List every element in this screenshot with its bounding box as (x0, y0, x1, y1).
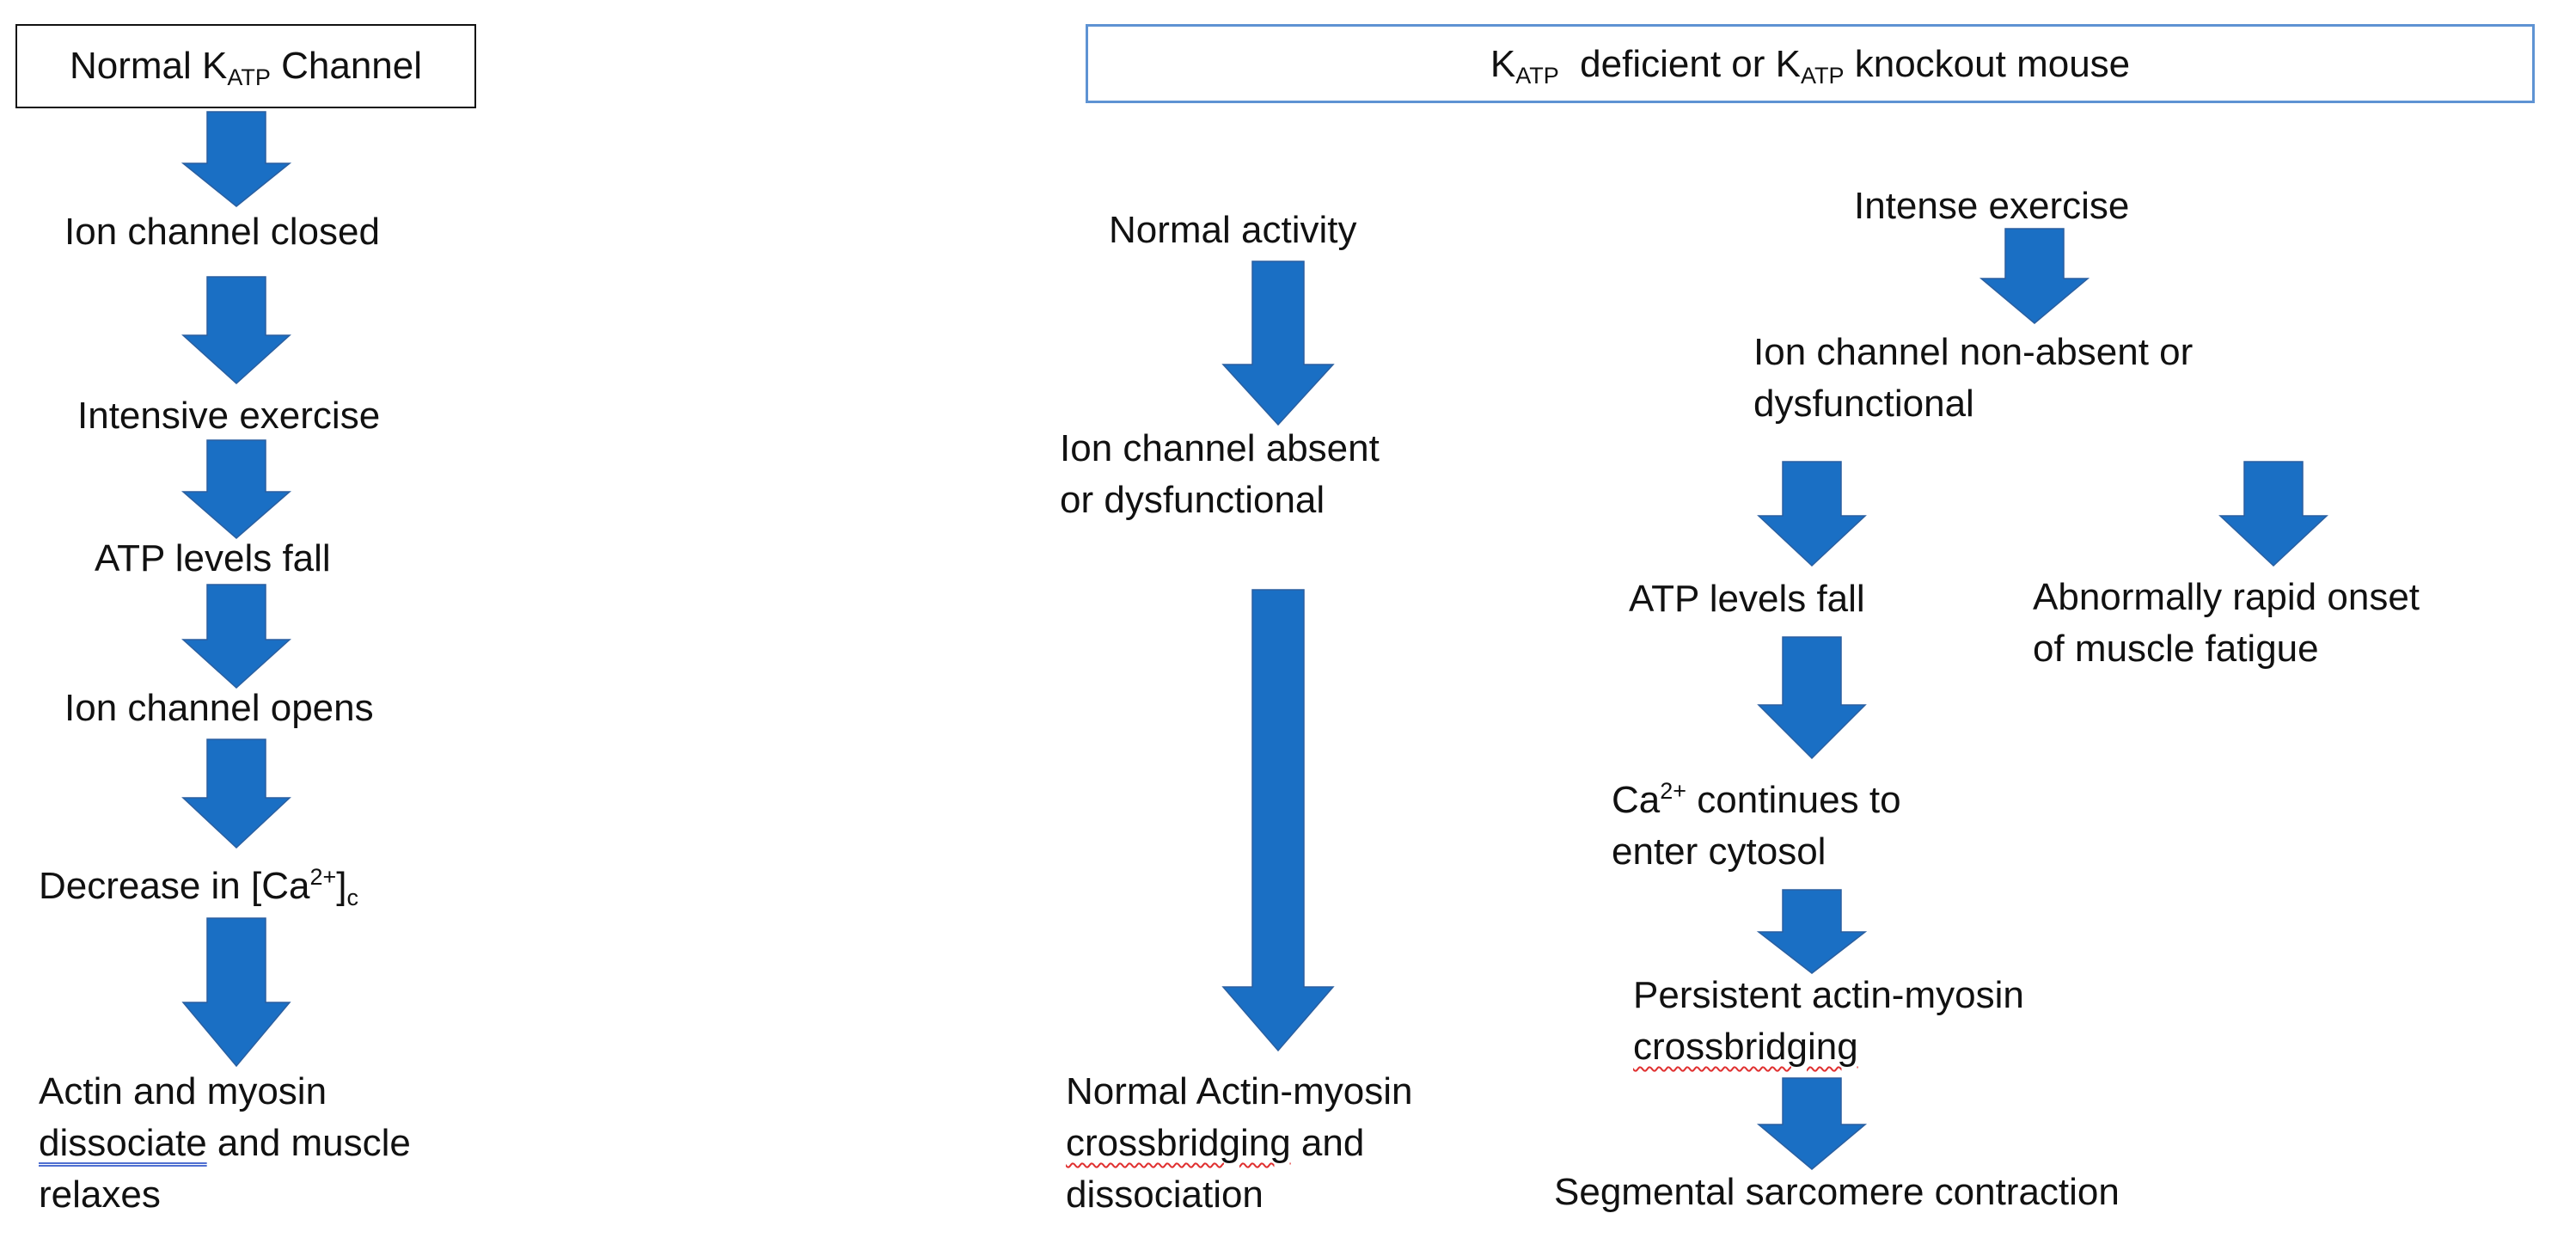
atp-levels-fall-right-label: ATP levels fall (1629, 578, 1865, 620)
atp-levels-fall-label: ATP levels fall (95, 537, 331, 579)
normal-katp-title: Normal KATP Channel (69, 45, 423, 90)
arrow-intense-3 (2218, 461, 2328, 567)
arrow-intense-6 (1756, 1077, 1868, 1170)
normal-katp-title-box: Normal KATP Channel (15, 24, 476, 108)
arrow-intense-2 (1757, 461, 1867, 567)
arrow-left-5 (181, 738, 291, 849)
actin-myosin-dissociate-label: Actin and myosin dissociate and muscle r… (39, 1070, 411, 1216)
arrow-left-3 (181, 439, 292, 539)
arrow-left-6 (181, 917, 291, 1068)
ion-channel-nonabsent-label: Ion channel non-absent or dysfunctional (1753, 331, 2194, 425)
calcium-enters-cytosol-label: Ca2+ continues to enter cytosol (1612, 778, 1901, 873)
ion-channel-opens-label: Ion channel opens (64, 687, 374, 729)
segmental-contraction-label: Segmental sarcomere contraction (1554, 1171, 2120, 1213)
arrow-intense-4 (1757, 636, 1867, 760)
arrow-left-2 (181, 276, 291, 385)
muscle-fatigue-label: Abnormally rapid onset of muscle fatigue (2033, 576, 2420, 670)
normal-activity-label: Normal activity (1109, 209, 1357, 251)
arrow-normal-1 (1221, 260, 1335, 426)
intensive-exercise-label: Intensive exercise (77, 395, 381, 437)
ion-channel-absent-label: Ion channel absent or dysfunctional (1060, 427, 1380, 521)
katp-knockout-title: KATP deficient or KATP knockout mouse (1490, 43, 2131, 89)
arrow-intense-5 (1756, 889, 1868, 974)
intense-exercise-label: Intense exercise (1854, 185, 2130, 227)
arrow-left-1 (181, 111, 292, 207)
katp-knockout-title-box: KATP deficient or KATP knockout mouse (1086, 24, 2535, 103)
ion-channel-closed-label: Ion channel closed (64, 211, 380, 253)
arrow-left-4 (181, 584, 291, 689)
arrow-intense-1 (1979, 228, 2090, 324)
persistent-crossbridging-label: Persistent actin-myosin crossbridging (1633, 974, 2024, 1068)
decrease-calcium-label: Decrease in [Ca2+]c (39, 864, 359, 910)
normal-actin-myosin-label: Normal Actin-myosin crossbridging and di… (1066, 1070, 1413, 1216)
arrow-normal-2 (1221, 589, 1335, 1052)
